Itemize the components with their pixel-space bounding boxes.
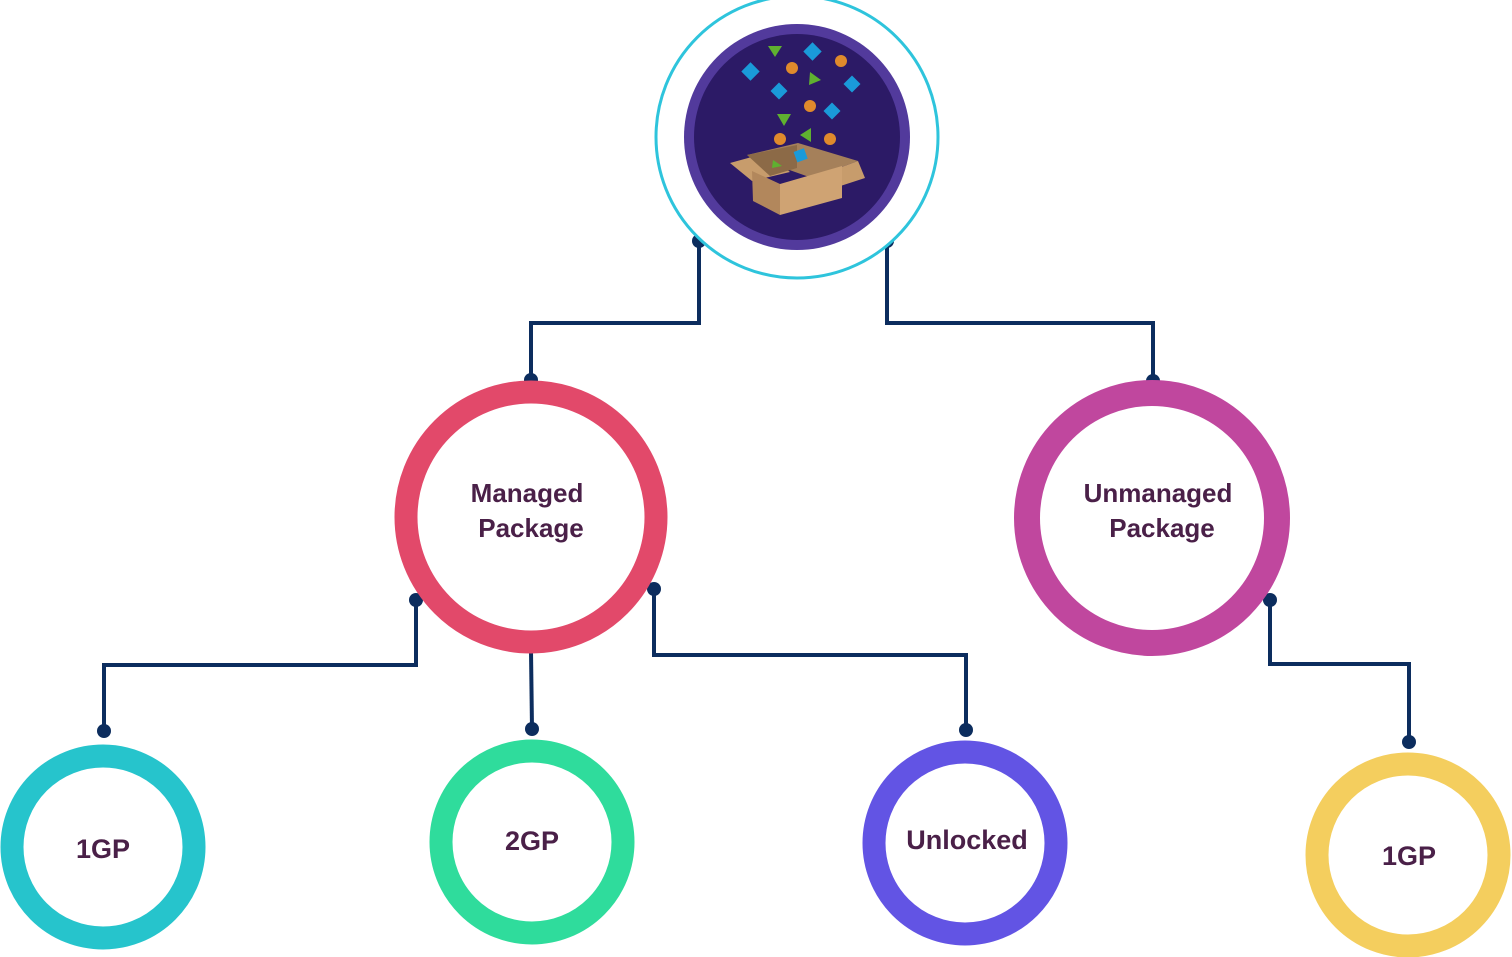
node-managed-2gp[interactable]: 2GP [429,739,635,945]
node-managed-package[interactable]: Managed Package [394,380,668,654]
node-label: 2GP [505,826,559,856]
node-managed-1gp[interactable]: 1GP [0,744,206,950]
node-ring [1014,380,1290,656]
node-label: 1GP [1382,841,1436,871]
connector-dot [525,722,539,736]
connector-dot [959,723,973,737]
connector-dot [1402,735,1416,749]
node-unmanaged-1gp[interactable]: 1GP [1305,752,1511,957]
root-node-package-box[interactable] [654,0,940,280]
node-label-line-1: Unmanaged [1084,478,1233,508]
edge-root-managed [529,241,701,380]
node-label-line-1: Managed [471,478,584,508]
connector-dot [409,593,423,607]
package-box-icon [730,42,865,215]
node-ring [429,739,635,945]
connector-dot [97,724,111,738]
connector-dot [1263,593,1277,607]
node-label: Unlocked [906,825,1028,855]
connectors [102,241,1411,742]
edge-managed-2gp [529,650,534,730]
node-ring [862,740,1068,946]
node-label: 1GP [76,834,130,864]
edge-root-unmanaged [885,241,1155,381]
node-ring [0,744,206,950]
node-unmanaged-package[interactable]: Unmanaged Package [1014,380,1290,656]
node-label-line-2: Package [1109,513,1215,543]
node-label-line-2: Package [478,513,584,543]
edge-unmanaged-1gp [1268,600,1411,742]
node-managed-unlocked[interactable]: Unlocked [862,740,1068,946]
edge-managed-1gp [102,600,418,731]
node-ring [1305,752,1511,957]
node-ring [394,380,668,654]
connector-dot [647,582,661,596]
edge-managed-unlocked [652,589,968,730]
